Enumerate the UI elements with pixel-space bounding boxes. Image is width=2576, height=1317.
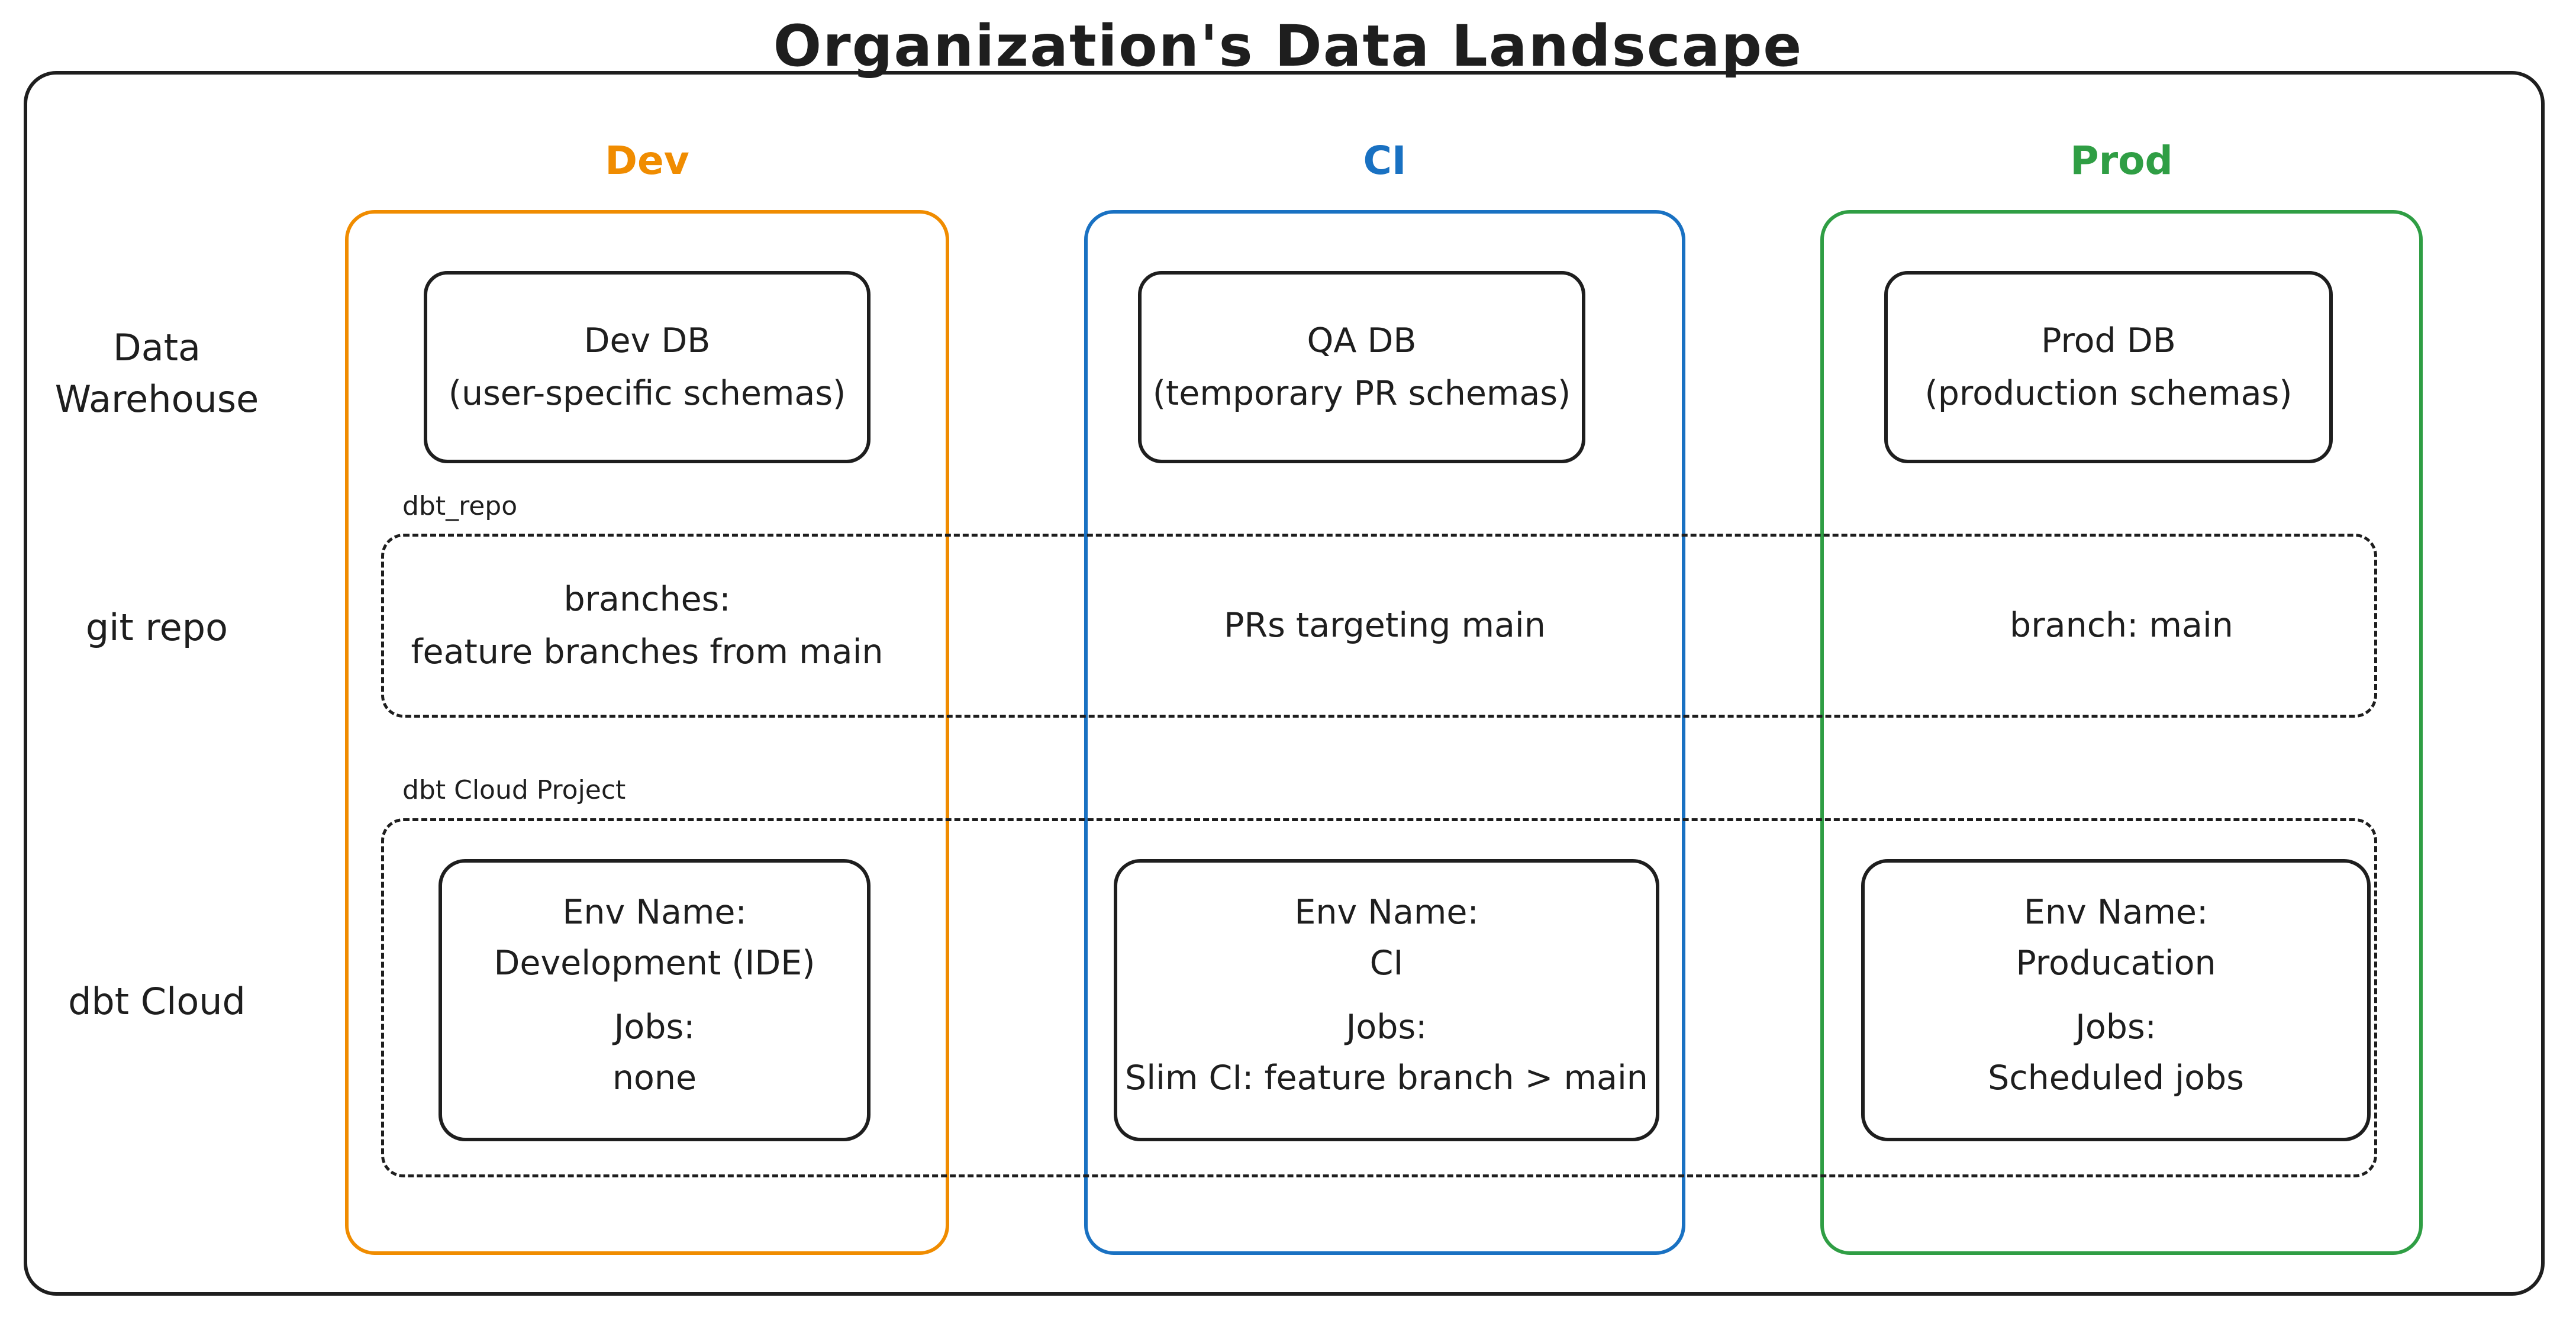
ci-env-value: CI xyxy=(1369,943,1404,983)
ci-env-label: Env Name: xyxy=(1294,893,1479,932)
ci-jobs-label: Jobs: xyxy=(1346,1008,1427,1047)
dev-jobs-group: Jobs: none xyxy=(612,1002,697,1103)
dev-env-group: Env Name: Development (IDE) xyxy=(494,887,815,989)
row-label-dbt-cloud: dbt Cloud xyxy=(68,980,246,1023)
dev-dbt-env-box: Env Name: Development (IDE) Jobs: none xyxy=(439,859,871,1141)
ci-dbt-env-box: Env Name: CI Jobs: Slim CI: feature bran… xyxy=(1114,859,1659,1141)
column-header-prod: Prod xyxy=(2070,138,2173,183)
prod-dbt-env-box: Env Name: Producation Jobs: Scheduled jo… xyxy=(1861,859,2371,1141)
ci-git-line1: PRs targeting main xyxy=(1224,606,1546,645)
prod-db-name: Prod DB xyxy=(2041,321,2176,361)
dev-db-name: Dev DB xyxy=(583,321,711,361)
git-repo-dashed-band xyxy=(381,534,2377,718)
dev-env-value: Development (IDE) xyxy=(494,943,815,983)
ci-jobs-value: Slim CI: feature branch > main xyxy=(1125,1058,1648,1098)
dev-jobs-label: Jobs: xyxy=(614,1008,695,1047)
prod-git-line1: branch: main xyxy=(2010,606,2233,645)
dev-git-line1: branches: xyxy=(563,580,731,619)
row-label-data-warehouse-line1: Data xyxy=(112,326,201,369)
prod-db-detail: (production schemas) xyxy=(1924,373,2293,413)
dbt-cloud-dashed-band xyxy=(381,818,2377,1177)
diagram-title: Organization's Data Landscape xyxy=(773,13,1803,79)
prod-env-group: Env Name: Producation xyxy=(2016,887,2216,989)
qa-db-box: QA DB (temporary PR schemas) xyxy=(1138,271,1585,463)
prod-env-value: Producation xyxy=(2016,943,2216,983)
dev-env-label: Env Name: xyxy=(562,893,747,932)
ci-env-group: Env Name: CI xyxy=(1294,887,1478,989)
column-frame-dev xyxy=(345,210,949,1255)
prod-jobs-value: Scheduled jobs xyxy=(1988,1058,2244,1098)
prod-jobs-label: Jobs: xyxy=(2075,1008,2156,1047)
dev-jobs-value: none xyxy=(612,1058,697,1098)
column-header-dev: Dev xyxy=(605,138,689,183)
prod-git-cell: branch: main xyxy=(1820,534,2423,718)
column-frame-ci xyxy=(1084,210,1685,1255)
row-label-data-warehouse: Data Warehouse xyxy=(33,322,281,425)
prod-jobs-group: Jobs: Scheduled jobs xyxy=(1988,1002,2244,1103)
dev-db-box: Dev DB (user-specific schemas) xyxy=(424,271,871,463)
row-label-git-repo: git repo xyxy=(85,606,228,649)
column-header-ci: CI xyxy=(1363,138,1407,183)
prod-env-label: Env Name: xyxy=(2023,893,2209,932)
git-band-label: dbt_repo xyxy=(402,491,518,521)
prod-db-box: Prod DB (production schemas) xyxy=(1884,271,2333,463)
column-frame-prod xyxy=(1820,210,2423,1255)
dev-git-cell: branches: feature branches from main xyxy=(345,534,949,718)
qa-db-detail: (temporary PR schemas) xyxy=(1152,373,1571,413)
dbt-band-label: dbt Cloud Project xyxy=(402,775,626,805)
row-label-data-warehouse-line2: Warehouse xyxy=(54,377,259,421)
qa-db-name: QA DB xyxy=(1307,321,1417,361)
dev-git-line2: feature branches from main xyxy=(411,632,884,672)
outer-frame xyxy=(24,71,2545,1296)
ci-git-cell: PRs targeting main xyxy=(1084,534,1685,718)
ci-jobs-group: Jobs: Slim CI: feature branch > main xyxy=(1125,1002,1648,1103)
dev-db-detail: (user-specific schemas) xyxy=(448,373,846,413)
